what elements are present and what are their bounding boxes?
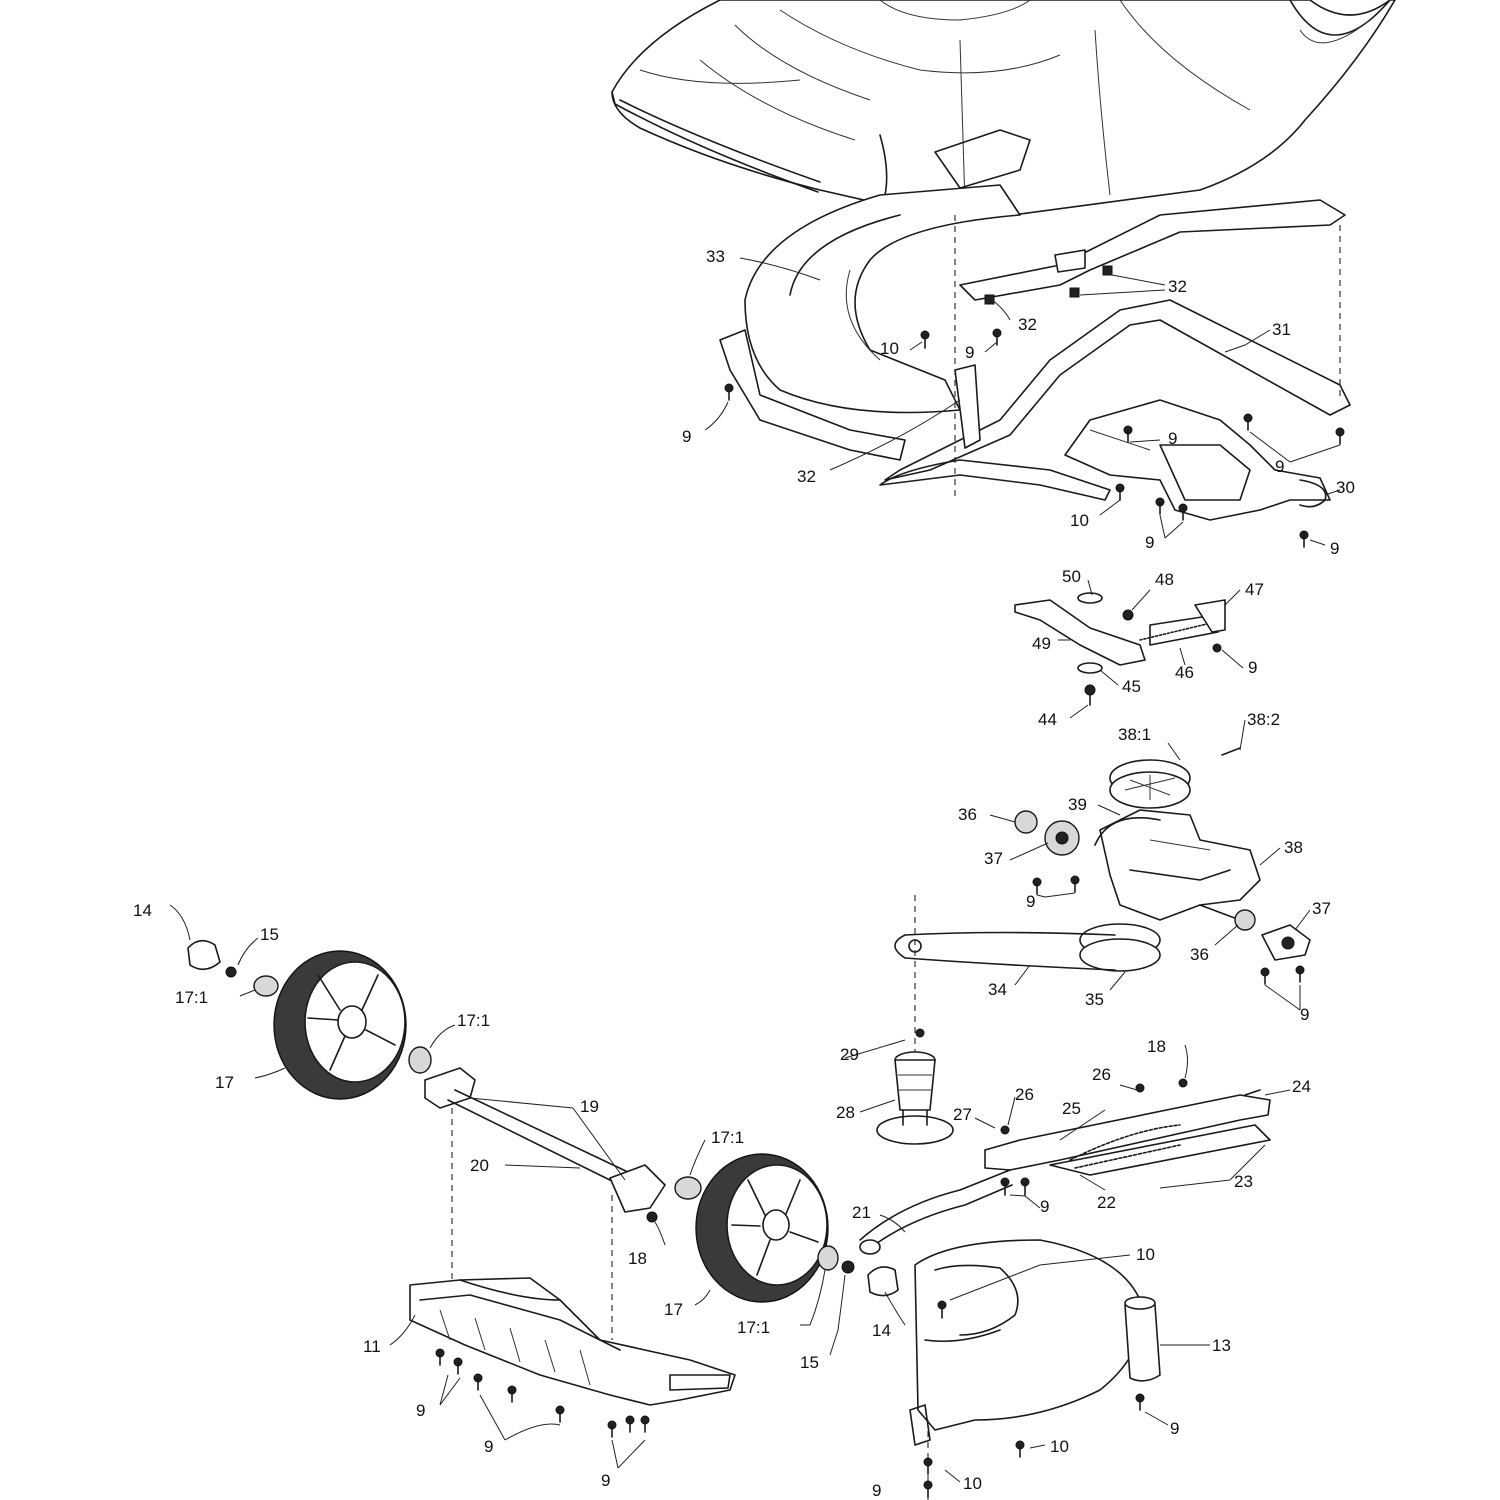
rear-axle xyxy=(424,1067,666,1223)
motor-mount-30 xyxy=(1064,399,1331,521)
callout-38-2: 38:2 xyxy=(1247,710,1280,729)
callout-9: 9 xyxy=(1275,457,1284,476)
callout-23: 23 xyxy=(1234,1172,1253,1191)
callout-10: 10 xyxy=(963,1474,982,1493)
callout-44: 44 xyxy=(1038,710,1057,729)
callout-19: 19 xyxy=(580,1097,599,1116)
callout-17: 17 xyxy=(664,1300,683,1319)
fasteners-lower-left xyxy=(435,1348,650,1438)
callout-15: 15 xyxy=(260,925,279,944)
leader-lines xyxy=(169,257,1341,1483)
callout-29: 29 xyxy=(840,1045,859,1064)
callout-9: 9 xyxy=(965,343,974,362)
callout-31: 31 xyxy=(1272,320,1291,339)
callout-9: 9 xyxy=(872,1481,881,1500)
callout-49: 49 xyxy=(1032,634,1051,653)
gearbox-assembly xyxy=(894,747,1311,985)
callout-45: 45 xyxy=(1122,677,1141,696)
callout-36: 36 xyxy=(1190,945,1209,964)
callout-32: 32 xyxy=(797,467,816,486)
callout-30: 30 xyxy=(1336,478,1355,497)
right-wheel-assembly xyxy=(674,1153,899,1303)
callout-27: 27 xyxy=(953,1105,972,1124)
callout-9: 9 xyxy=(1168,429,1177,448)
callout-34: 34 xyxy=(988,980,1007,999)
callout-10: 10 xyxy=(1050,1437,1069,1456)
callout-17-1: 17:1 xyxy=(457,1011,490,1030)
callout-37: 37 xyxy=(1312,899,1331,918)
callout-18: 18 xyxy=(1147,1037,1166,1056)
callout-32: 32 xyxy=(1168,277,1187,296)
callout-21: 21 xyxy=(852,1203,871,1222)
callout-39: 39 xyxy=(1068,795,1087,814)
rear-flap-11 xyxy=(409,1277,736,1406)
callout-11: 11 xyxy=(363,1337,381,1356)
callout-9: 9 xyxy=(1330,539,1339,558)
callout-15: 15 xyxy=(800,1353,819,1372)
callout-9: 9 xyxy=(1026,892,1035,911)
callout-35: 35 xyxy=(1085,990,1104,1009)
callout-17-1: 17:1 xyxy=(711,1128,744,1147)
mower-hood xyxy=(611,0,1396,223)
callout-10: 10 xyxy=(1070,511,1089,530)
callout-50: 50 xyxy=(1062,567,1081,586)
callout-46: 46 xyxy=(1175,663,1194,682)
callout-9: 9 xyxy=(1248,658,1257,677)
callout-37: 37 xyxy=(984,849,1003,868)
callout-48: 48 xyxy=(1155,570,1174,589)
mower-deck-13 xyxy=(909,1239,1161,1498)
callout-47: 47 xyxy=(1245,580,1264,599)
callout-22: 22 xyxy=(1097,1193,1116,1212)
callout-38: 38 xyxy=(1284,838,1303,857)
callout-10: 10 xyxy=(880,339,899,358)
callout-28: 28 xyxy=(836,1103,855,1122)
callout-38-1: 38:1 xyxy=(1118,725,1151,744)
lever-frame-21-25 xyxy=(859,1078,1271,1255)
callout-25: 25 xyxy=(1062,1099,1081,1118)
callout-9: 9 xyxy=(416,1401,425,1420)
callout-9: 9 xyxy=(1170,1419,1179,1438)
callout-13: 13 xyxy=(1212,1336,1231,1355)
callout-18: 18 xyxy=(628,1249,647,1268)
callout-17-1: 17:1 xyxy=(175,988,208,1007)
grass-deflector-33 xyxy=(719,184,1021,461)
callout-14: 14 xyxy=(133,901,152,920)
callout-17-1: 17:1 xyxy=(737,1318,770,1337)
left-wheel-assembly xyxy=(187,939,432,1100)
callout-9: 9 xyxy=(601,1471,610,1490)
callout-9: 9 xyxy=(484,1437,493,1456)
blade-adapter-28 xyxy=(876,1028,954,1145)
callout-20: 20 xyxy=(470,1156,489,1175)
callout-32: 32 xyxy=(1018,315,1037,334)
callout-9: 9 xyxy=(1145,533,1154,552)
callout-9: 9 xyxy=(1040,1197,1049,1216)
handle-frame-31 xyxy=(879,199,1351,501)
brake-linkage xyxy=(1014,592,1226,706)
callout-labels: 33 32 32 31 10 9 9 9 32 9 30 10 9 9 50 4… xyxy=(133,247,1355,1500)
callout-10: 10 xyxy=(1136,1245,1155,1264)
callout-24: 24 xyxy=(1292,1077,1311,1096)
callout-26: 26 xyxy=(1015,1085,1034,1104)
callout-17: 17 xyxy=(215,1073,234,1092)
callout-9: 9 xyxy=(1300,1005,1309,1024)
callout-9: 9 xyxy=(682,427,691,446)
callout-33: 33 xyxy=(706,247,725,266)
callout-14: 14 xyxy=(872,1321,891,1340)
callout-36: 36 xyxy=(958,805,977,824)
fasteners-upper xyxy=(724,265,1345,548)
callout-26: 26 xyxy=(1092,1065,1111,1084)
